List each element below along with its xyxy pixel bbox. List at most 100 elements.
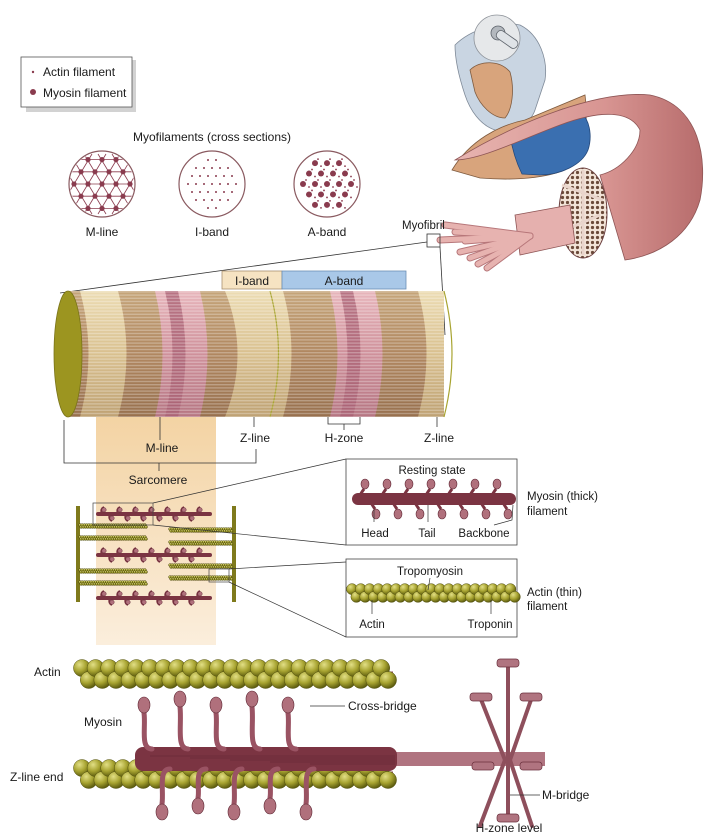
myosin-head	[109, 599, 115, 605]
actin-dot	[344, 206, 346, 209]
myosin-caption-line1: Myosin (thick)	[527, 491, 598, 503]
myosin-head	[133, 548, 139, 554]
myosin-dot	[106, 193, 112, 199]
myosin-head	[181, 507, 187, 513]
myosin-head	[189, 556, 195, 562]
myosin-head	[173, 556, 179, 562]
actin-dot	[195, 183, 197, 185]
actin-bead	[229, 542, 234, 546]
actin-dot	[231, 175, 233, 177]
actin-dot	[338, 175, 340, 178]
actin-dot	[317, 179, 319, 181]
actin-dot	[332, 186, 334, 188]
myosin-dot	[85, 157, 91, 163]
cross-section-m-line: M-line	[68, 150, 136, 239]
actin-dot	[215, 159, 217, 161]
actin-dot	[329, 179, 331, 181]
myosin-head	[165, 591, 171, 597]
cross-section-label-m-line: M-line	[86, 225, 119, 239]
m-line-label: M-line	[146, 441, 179, 455]
myosin-dot	[85, 181, 91, 187]
actin-dot	[341, 158, 343, 161]
m-bridge-structure	[478, 663, 534, 828]
myosin-dot	[99, 157, 105, 163]
actin-dot	[329, 158, 331, 161]
myosin-head	[382, 478, 392, 490]
myosin-head	[149, 548, 155, 554]
actin-dot	[231, 191, 233, 193]
myosin-dot	[92, 193, 98, 199]
myosin-dot	[318, 191, 324, 198]
myosin-tail-label: Tail	[418, 528, 435, 540]
myosin-head	[157, 556, 163, 562]
myofibril-bundle	[436, 221, 534, 272]
actin-dot	[235, 183, 237, 185]
myosin-dot	[336, 160, 342, 167]
legend-item-actin: Actin filament	[31, 65, 116, 79]
myosin-dot	[113, 205, 119, 211]
myosin-head	[197, 548, 203, 554]
actin-dot	[335, 168, 337, 171]
myosin-head	[503, 508, 513, 520]
actin-dot	[211, 199, 213, 201]
z-line-label-2: Z-line	[424, 431, 454, 445]
myosin-dot	[324, 160, 330, 167]
myosin-dot	[342, 170, 348, 177]
actin-dot	[344, 165, 346, 168]
myosin-head	[157, 599, 163, 605]
cross-bridge-head	[281, 696, 295, 714]
cross-bridge-label: Cross-bridge	[348, 699, 417, 713]
troponin-label: Troponin	[468, 619, 513, 631]
myosin-head	[197, 507, 203, 513]
myosin-dot	[330, 191, 336, 198]
cross-bridge-head	[299, 803, 313, 821]
myosin-caption-line2: filament	[527, 506, 568, 518]
actin-dot	[207, 159, 209, 161]
actin-dot	[350, 175, 352, 178]
muscle-illustration: Myofibril	[59, 14, 704, 336]
actin-dot	[317, 199, 319, 202]
myosin-head	[181, 591, 187, 597]
myosin-head	[189, 599, 195, 605]
myosin-head	[173, 515, 179, 521]
i-band-label: I-band	[235, 274, 269, 288]
sarcomere-bracket	[63, 420, 257, 464]
legend-label-actin: Actin filament	[43, 65, 116, 79]
actin-caption-line2: filament	[527, 601, 568, 613]
myosin-head	[404, 478, 414, 490]
actin-dot	[207, 175, 209, 177]
myosin-dot	[300, 181, 306, 187]
actin-dot	[344, 186, 346, 188]
myosin-head	[101, 507, 107, 513]
cross-bridge-head	[191, 797, 205, 815]
myosin-dot	[120, 193, 126, 199]
actin-dot	[191, 191, 193, 193]
myosin-head	[125, 556, 131, 562]
actin-dot	[195, 199, 197, 201]
myosin-marker-icon	[30, 89, 36, 95]
thick-filament	[96, 553, 212, 557]
myosin-head	[360, 478, 370, 490]
myosin-head	[133, 507, 139, 513]
actin-dot	[347, 189, 349, 192]
actin-dot	[187, 183, 189, 185]
cross-section-i-band: I-band	[178, 150, 246, 239]
actin-dot	[332, 165, 334, 168]
cross-bridge-head	[137, 696, 151, 714]
myosin-head	[448, 478, 458, 490]
myosin-dot	[312, 160, 318, 167]
myosin-head	[141, 599, 147, 605]
muscle-fiber	[514, 204, 576, 256]
myosin-head	[125, 599, 131, 605]
actin-dot	[223, 175, 225, 177]
actin-dot	[314, 196, 316, 199]
actin-dot	[207, 207, 209, 209]
myosin-dot	[113, 157, 119, 163]
actin-bead	[144, 525, 148, 529]
z-line-end-label: Z-line end	[10, 770, 63, 784]
cross-bridge-head	[209, 696, 223, 714]
actin-dot	[215, 191, 217, 193]
thick-filament	[96, 512, 212, 516]
actin-dot	[219, 183, 221, 185]
myosin-head	[181, 548, 187, 554]
